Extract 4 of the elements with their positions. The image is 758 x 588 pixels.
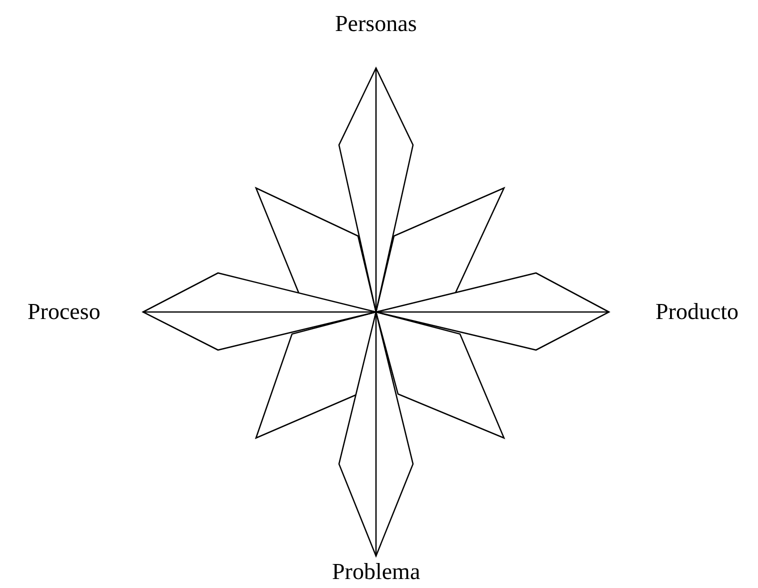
axis-label: Problema [332,559,420,585]
axis-label: Producto [656,299,739,325]
axis-label: Personas [335,11,417,37]
axis-label: Proceso [28,299,100,325]
